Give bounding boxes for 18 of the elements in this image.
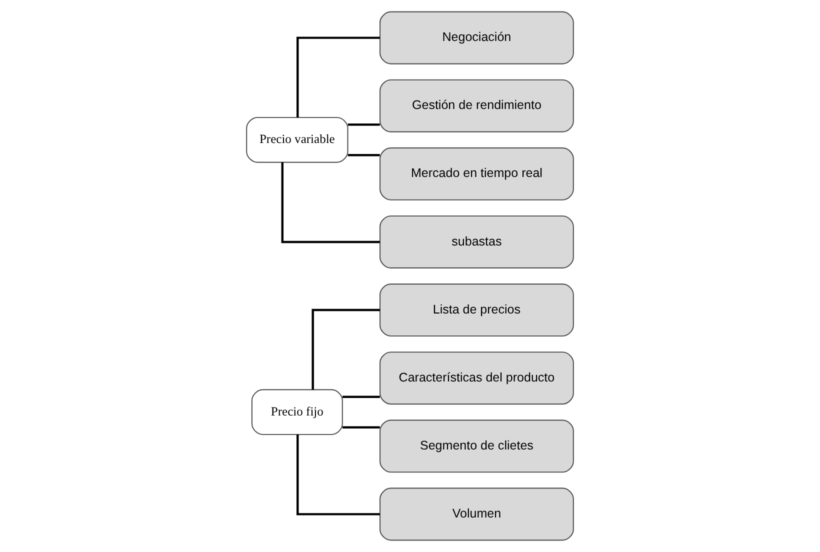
node-box: Mercado en tiempo real [379,147,574,200]
connector [296,36,380,118]
node-box: Segmento de clietes [379,420,574,473]
connector [348,124,380,126]
connector [312,308,380,390]
connector [281,162,380,244]
connector [342,396,380,398]
node-box: subastas [379,215,574,268]
node-box: Negociación [379,11,574,64]
node-box: Gestión de rendimiento [379,79,574,132]
node-box: Volumen [379,488,574,541]
node-box: Precio variable [246,116,348,163]
node-box: Características del producto [379,352,574,405]
connector [342,426,380,428]
node-box: Lista de precios [379,284,574,337]
connector [296,434,380,516]
node-box: Precio fijo [251,389,343,436]
connector [348,154,380,156]
